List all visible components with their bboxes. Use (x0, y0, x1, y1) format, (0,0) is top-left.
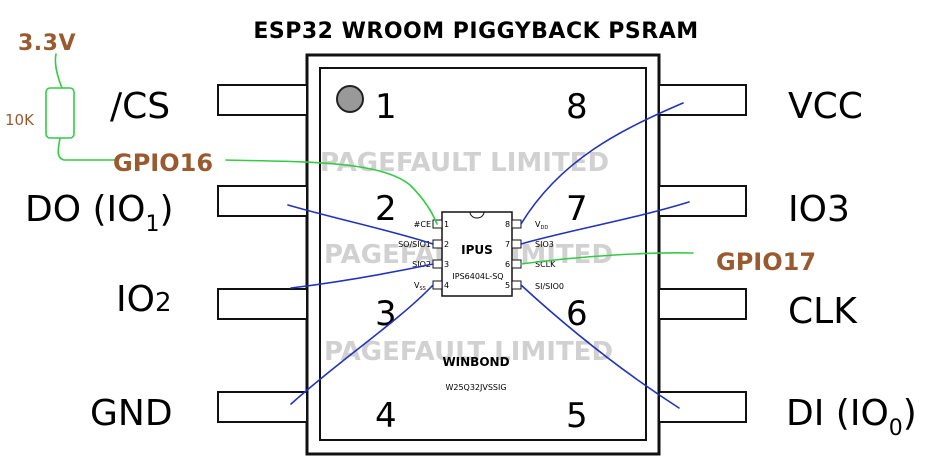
label-di-io0: DI (IO0) (786, 393, 917, 441)
outer-pin-number-2: 2 (375, 189, 397, 229)
inner-label-si-sio0: SI/SIO0 (535, 282, 564, 291)
outer-pin-lead-2 (217, 185, 308, 217)
diagram-title: ESP32 WROOM PIGGYBACK PSRAM (253, 19, 698, 44)
inner-chip-notch (469, 211, 485, 219)
wire-io2-to-sio2 (290, 263, 434, 289)
label-gnd: GND (90, 393, 173, 434)
inner-label-vss: VSS (414, 281, 426, 292)
wire-resistor-to-gpio16 (57, 137, 119, 161)
inner-pin-pad-2 (432, 239, 443, 249)
inner-pin-number-7: 7 (505, 240, 510, 249)
outer-pin-number-8: 8 (566, 87, 588, 127)
inner-label-sclk: SCLK (535, 260, 556, 269)
blue-wires (287, 102, 690, 409)
label-do-io1: DO (IO1) (25, 189, 174, 237)
label-io2: IO2 (116, 279, 172, 320)
inner-pin-pad-6 (511, 259, 522, 269)
inner-pin-pad-7 (511, 239, 522, 249)
inner-pin-pad-8 (511, 219, 522, 229)
inner-label-ce: #CE (414, 220, 431, 229)
wire-vcc-to-vdd (520, 102, 684, 225)
inner-pin-number-6: 6 (505, 260, 510, 269)
outer-chip-brand: WINBOND (442, 355, 509, 369)
wire-gpio17-to-sclk (520, 252, 694, 265)
resistor-value-label: 10K (5, 111, 35, 129)
outer-pin-lead-6 (658, 288, 747, 320)
supply-voltage-label: 3.3V (18, 31, 76, 56)
watermark-3: PAGEFAULT LIMITED (324, 337, 613, 367)
inner-label-vss-sub: SS (419, 286, 425, 292)
label-io2-sub: 2 (155, 288, 172, 318)
outer-pin-lead-4 (217, 391, 308, 423)
label-clk: CLK (788, 291, 858, 332)
outer-pin-lead-8 (658, 84, 747, 116)
inner-pin-number-8: 8 (505, 220, 510, 229)
wire-gnd-to-vss (290, 284, 434, 405)
label-do-io1-sub: 1 (146, 212, 160, 237)
outer-pin-number-5: 5 (566, 396, 588, 436)
inner-pin-pad-4 (432, 280, 443, 290)
gpio17-label: GPIO17 (716, 248, 816, 276)
gpio16-label: GPIO16 (113, 149, 213, 177)
outer-pin-lead-7 (658, 185, 747, 217)
wire-io3-to-sio3 (520, 201, 690, 245)
outer-pin-number-4: 4 (375, 396, 397, 436)
outer-pin-lead-5 (658, 391, 747, 423)
wire-gpio16-to-ce (225, 159, 438, 225)
inner-pin-number-4: 4 (444, 281, 449, 290)
inner-label-vss-v: V (414, 281, 420, 290)
inner-pin-number-3: 3 (444, 260, 449, 269)
label-di-io0-paren: ) (903, 393, 917, 434)
green-wires (45, 53, 694, 265)
inner-label-sio2: SIO2 (412, 260, 431, 269)
label-di-io0-text: DI (IO (786, 393, 889, 434)
inner-chip-part: IPS6404L-SQ (452, 272, 503, 281)
inner-pin-number-1: 1 (444, 220, 449, 229)
inner-label-vdd-v: V (535, 220, 541, 229)
watermark-1: PAGEFAULT LIMITED (320, 148, 609, 178)
label-io2-text: IO (116, 279, 155, 320)
inner-pin-number-2: 2 (444, 240, 449, 249)
outer-pin-number-6: 6 (566, 294, 588, 334)
label-di-io0-sub: 0 (889, 416, 903, 441)
label-io3: IO3 (788, 189, 850, 230)
label-do-io1-paren: ) (160, 189, 174, 230)
label-cs: /CS (110, 86, 170, 127)
outer-pin-number-1: 1 (375, 87, 397, 127)
wire-3v3-to-resistor (54, 53, 63, 89)
label-vcc: VCC (788, 86, 863, 127)
outer-pin-number-3: 3 (375, 294, 397, 334)
wire-di-to-si (520, 284, 680, 409)
inner-pin-pad-3 (432, 259, 443, 269)
label-do-io1-text: DO (IO (25, 189, 146, 230)
inner-chip-body (441, 211, 513, 297)
outer-pin-lead-3 (217, 288, 308, 320)
inner-pin-pad-5 (511, 280, 522, 290)
wire-do-to-so (287, 204, 434, 245)
outer-pin-lead-1 (217, 84, 308, 116)
pin1-marker-dot (336, 85, 364, 113)
outer-pin-number-7: 7 (566, 189, 588, 229)
inner-label-so-sio1: SO/SIO1 (398, 240, 431, 249)
inner-pin-number-5: 5 (505, 281, 510, 290)
inner-chip-brand: IPUS (461, 243, 493, 257)
outer-chip-part: W25Q32JVSSIG (445, 383, 506, 392)
inner-label-sio3: SIO3 (535, 240, 554, 249)
inner-label-vdd: VDD (535, 220, 548, 231)
inner-label-vdd-sub: DD (540, 225, 548, 231)
pullup-resistor (45, 87, 75, 139)
